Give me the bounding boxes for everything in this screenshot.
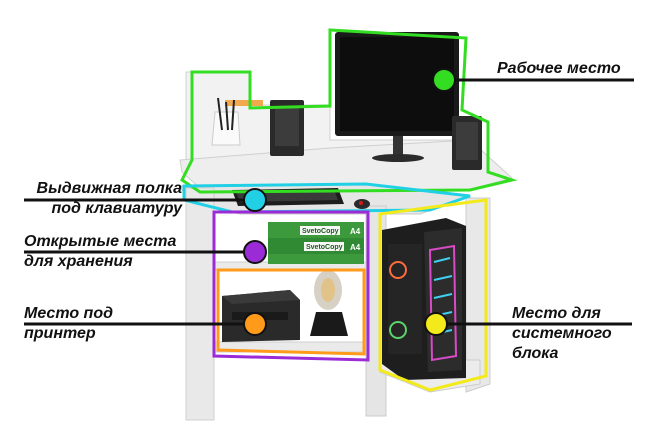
label-storage-line-1: Открытые места bbox=[24, 233, 177, 250]
label-keyboard-shelf-line-1: Выдвижная полка bbox=[36, 180, 182, 197]
label-workspace-line-1: Рабочее место bbox=[497, 60, 621, 77]
label-storage: Открытые места для хранения bbox=[24, 232, 176, 272]
pc-case bbox=[382, 218, 466, 380]
storage-dot bbox=[243, 240, 267, 264]
paper-brand-1: SvetoCopy bbox=[302, 228, 339, 235]
label-storage-line-2: для хранения bbox=[24, 253, 133, 270]
monitor bbox=[335, 32, 459, 162]
label-workspace: Рабочее место bbox=[497, 59, 621, 79]
pc-dot bbox=[424, 312, 448, 336]
workspace-zone-outline bbox=[180, 28, 518, 194]
workspace-dot bbox=[432, 68, 456, 92]
label-keyboard-shelf-line-2: под клавиатуру bbox=[51, 200, 182, 217]
label-printer-line-1: Место под bbox=[24, 305, 113, 322]
label-pc-line-2: системного bbox=[512, 325, 612, 342]
desk-accessories bbox=[211, 97, 263, 146]
label-printer-line-2: принтер bbox=[24, 325, 96, 342]
label-printer: Место под принтер bbox=[24, 304, 113, 344]
paper-size-2: A4 bbox=[350, 243, 361, 252]
storage-zone-outline bbox=[212, 210, 370, 362]
paper-brand-2: SvetoCopy bbox=[306, 244, 343, 251]
callout-lines bbox=[24, 78, 634, 326]
pc-zone-outline bbox=[378, 198, 488, 392]
printer-dot bbox=[243, 312, 267, 336]
paper-size-1: A4 bbox=[350, 227, 361, 236]
speakers bbox=[270, 100, 482, 170]
lamp bbox=[310, 270, 348, 336]
keyboard-shelf-dot bbox=[243, 188, 267, 212]
paper-reams: SvetoCopy SvetoCopy A4 A4 bbox=[268, 222, 364, 264]
label-keyboard-shelf: Выдвижная полка под клавиатуру bbox=[24, 179, 182, 219]
label-pc: Место для системного блока bbox=[512, 304, 612, 364]
label-pc-line-3: блока bbox=[512, 345, 559, 362]
label-pc-line-1: Место для bbox=[512, 305, 601, 322]
